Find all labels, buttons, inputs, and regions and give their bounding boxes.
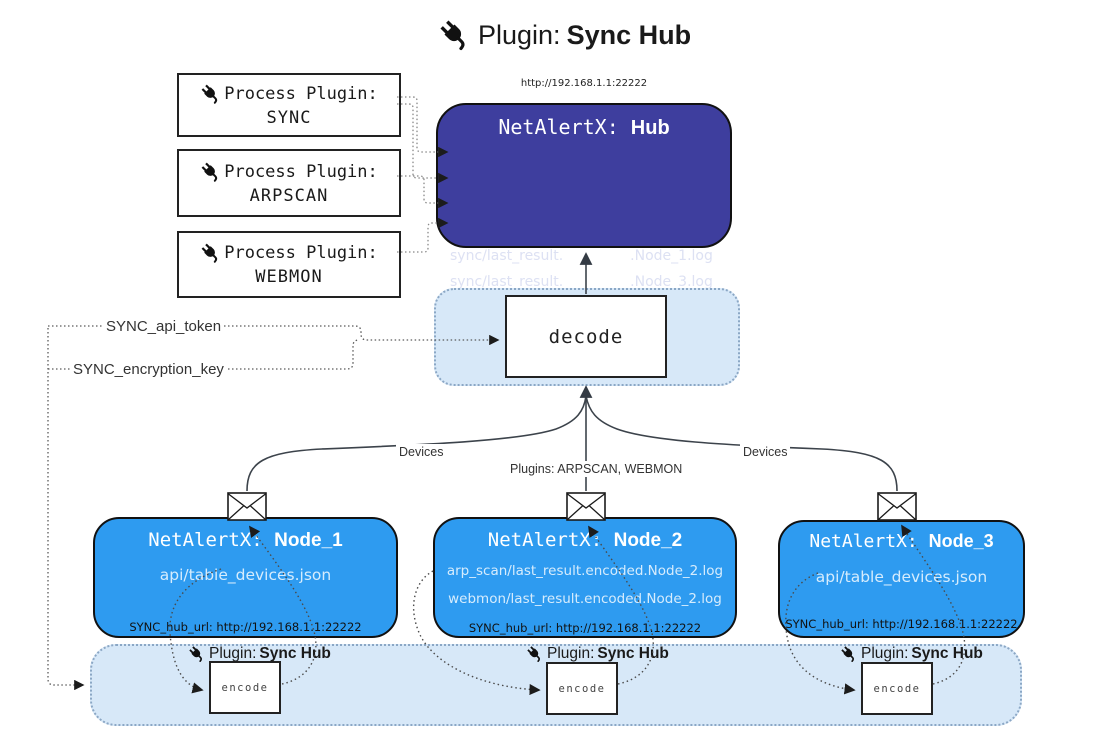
node-sync-hub-url: SYNC_hub_url: http://192.168.1.1:22222 (129, 620, 362, 634)
node-3: NetAlertX: Node_3 api/table_devices.json… (778, 520, 1025, 638)
node-log-line: webmon/last_result.encoded.Node_2.log (448, 591, 722, 607)
title-plain: Plugin: (478, 19, 561, 50)
node-title: NetAlertX: Node_3 (809, 531, 994, 552)
hub-title: NetAlertX: Hub (438, 115, 730, 140)
node-sync-hub-url: SYNC_hub_url: http://192.168.1.1:22222 (468, 621, 702, 635)
edge-label-plugins: Plugins: ARPSCAN, WEBMON (507, 461, 686, 477)
node-sync-hub-url: SYNC_hub_url: http://192.168.1.1:22222 (785, 617, 1018, 631)
hub-log-line: sync/last_result.decoded.Node_1.log (450, 248, 713, 264)
node-title: NetAlertX: Node_1 (148, 529, 343, 551)
node-1: NetAlertX: Node_1 api/table_devices.json… (93, 517, 398, 638)
process-plugin-arpscan: Process Plugin: ARPSCAN (177, 149, 401, 217)
config-sync-encryption-key: SYNC_encryption_key (70, 360, 227, 379)
envelope-icon (566, 492, 606, 521)
process-plugin-sync: Process Plugin: SYNC (177, 73, 401, 137)
page-title: Plugin: Sync Hub (438, 18, 691, 52)
process-plugin-webmon: Process Plugin: WEBMON (177, 231, 401, 298)
node-log-line: api/table_devices.json (815, 568, 988, 586)
process-plugin-name: ARPSCAN (249, 185, 329, 206)
envelope-icon (227, 492, 267, 521)
encoder-label-plain: Plugin: (861, 645, 909, 662)
encoder-label: Plugin: Sync Hub (188, 645, 331, 663)
edge-label-devices-right: Devices (740, 444, 791, 460)
edge-config-to-encode-panel (47, 328, 85, 691)
node-title: NetAlertX: Node_2 (487, 529, 683, 551)
process-plugin-label: Process Plugin: (224, 161, 378, 182)
process-plugin-name: SYNC (266, 107, 312, 128)
plug-icon (200, 83, 222, 105)
hub-title-plain: NetAlertX: (498, 115, 631, 139)
plug-icon (200, 161, 222, 183)
encoder-label: Plugin: Sync Hub (840, 645, 983, 663)
hub-log-line: sync/last_result.decoded.Node_3.log (450, 274, 713, 290)
encoder-label: Plugin: Sync Hub (526, 645, 669, 663)
node-2: NetAlertX: Node_2 arp_scan/last_result.e… (433, 517, 737, 638)
hub-title-bold: Hub (630, 117, 670, 139)
process-plugin-name: WEBMON (255, 267, 323, 287)
config-sync-api-token: SYNC_api_token (103, 317, 225, 336)
process-plugin-label: Process Plugin: (224, 83, 378, 104)
plug-icon (438, 18, 472, 52)
edge-label-devices-left: Devices (396, 444, 447, 460)
hub-url: http://192.168.1.1:22222 (520, 78, 648, 89)
plug-icon (188, 645, 206, 663)
process-plugin-label: Process Plugin: (224, 243, 378, 263)
decode-box: decode (505, 295, 667, 378)
encoder-label-bold: Sync Hub (597, 645, 669, 662)
plug-icon (526, 645, 544, 663)
encoder-label-plain: Plugin: (209, 645, 257, 662)
node-log-line: api/table_devices.json (159, 566, 332, 584)
envelope-icon (877, 492, 917, 521)
plug-icon (840, 645, 858, 663)
hub-node: NetAlertX: Hub sync/last_result.decoded.… (436, 103, 732, 334)
title-bold: Sync Hub (566, 19, 692, 50)
encoder-label-bold: Sync Hub (911, 645, 983, 662)
plug-icon (200, 242, 222, 264)
encode-box: encode (209, 661, 281, 714)
encoder-label-bold: Sync Hub (259, 645, 331, 662)
encode-box: encode (546, 662, 618, 715)
encode-box: encode (861, 662, 933, 715)
node-log-line: arp_scan/last_result.encoded.Node_2.log (446, 563, 724, 579)
encoder-label-plain: Plugin: (547, 645, 595, 662)
